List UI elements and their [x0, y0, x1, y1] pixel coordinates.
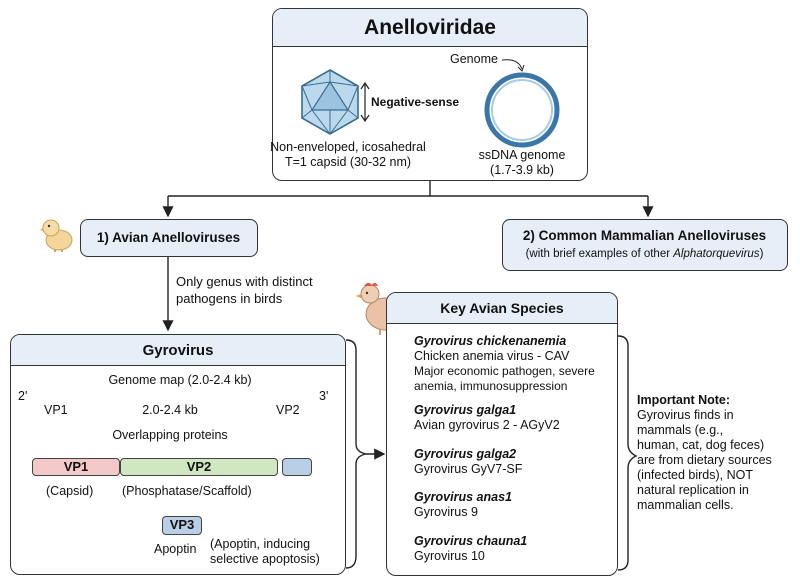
avian-title: 1) Avian Anelloviruses: [96, 230, 241, 245]
gene-vp1: VP1: [32, 458, 120, 476]
gene-vp3: VP3: [162, 516, 202, 535]
capsid-polarity: Negative-sense: [371, 95, 460, 109]
note-line4: (infected birds), NOT: [637, 468, 754, 482]
note-line2: human, cat, dog feces): [637, 438, 765, 452]
double-arrow-icon: [360, 82, 370, 122]
note-title: Important Note:: [637, 393, 731, 407]
species-1-line0: Avian gyrovirus 2 - AGyV2: [414, 418, 560, 432]
circular-genome-icon: [484, 72, 560, 148]
vp1-role: (Capsid): [46, 484, 94, 498]
icosahedral-capsid-icon: [301, 69, 359, 135]
species-header: Key Avian Species: [387, 293, 617, 324]
genome-desc-2: (1.7-3.9 kb): [490, 163, 554, 177]
note-line3: are from dietary sources: [637, 453, 772, 467]
species-3-line0: Gyrovirus 9: [414, 505, 478, 519]
map-vp2-label: VP2: [276, 403, 300, 417]
gene-vp2: VP2: [120, 458, 278, 476]
genome-end-right: 3': [319, 389, 329, 403]
gyrovirus-header: Gyrovirus: [11, 335, 345, 366]
species-1-name: Gyrovirus galga1: [414, 403, 517, 417]
capsid-desc-1: Non-enveloped, icosahedral: [270, 140, 426, 154]
species-3-name: Gyrovirus anas1: [414, 490, 512, 504]
species-0-line2: anemia, immunosuppression: [414, 379, 568, 393]
species-4-name: Gyrovirus chauna1: [414, 534, 528, 548]
species-0-line1: Major economic pathogen, severe: [414, 364, 595, 378]
overlap-label: Overlapping proteins: [112, 428, 228, 442]
genome-map-title: Genome map (2.0-2.4 kb): [108, 373, 252, 387]
chick-icon: [40, 219, 73, 252]
vp3-role-1: (Apoptin, inducing: [210, 537, 311, 551]
mammalian-subtitle: (with brief examples of other Alphatorqu…: [525, 248, 764, 260]
map-size-label: 2.0-2.4 kb: [142, 403, 198, 417]
vp3-role-2: selective apoptosis): [210, 552, 320, 566]
genome-callout: Genome: [450, 52, 498, 66]
mammalian-title: 2) Common Mammalian Anelloviruses: [522, 228, 767, 243]
note-line0: Gyrovirus finds in: [637, 408, 734, 422]
genome-desc-1: ssDNA genome: [478, 148, 566, 162]
species-0-line0: Chicken anemia virus - CAV: [414, 349, 570, 363]
species-box: Key Avian Species: [386, 292, 618, 576]
vp2-role: (Phosphatase/Scaffold): [122, 484, 252, 498]
genus-note-line2: pathogens in birds: [176, 291, 283, 306]
capsid-desc-2: T=1 capsid (30-32 nm): [284, 155, 412, 169]
gene-vp3-marker: [282, 458, 312, 476]
species-0-name: Gyrovirus chickenanemia: [414, 334, 567, 348]
vp3-name: Apoptin: [154, 542, 197, 556]
species-2-name: Gyrovirus galga2: [414, 447, 517, 461]
mammalian-box: 2) Common Mammalian Anelloviruses (with …: [502, 219, 788, 271]
family-title: Anelloviridae: [364, 16, 496, 39]
avian-box: 1) Avian Anelloviruses: [80, 219, 258, 257]
map-vp1-label: VP1: [44, 403, 68, 417]
species-4-line0: Gyrovirus 10: [414, 549, 485, 563]
genome-end-left: 2': [18, 389, 28, 403]
callout-arrow-icon: [501, 59, 525, 72]
species-2-line0: Gyrovirus GyV7-SF: [414, 462, 523, 476]
note-line1: mammals (e.g.,: [637, 423, 724, 437]
family-header: Anelloviridae: [273, 9, 587, 47]
species-title: Key Avian Species: [440, 300, 564, 316]
gyrovirus-title: Gyrovirus: [142, 342, 214, 359]
note-line5: natural replication in: [637, 483, 749, 497]
note-line6: mammalian cells.: [637, 498, 734, 512]
genus-note-line1: Only genus with distinct: [176, 274, 313, 289]
